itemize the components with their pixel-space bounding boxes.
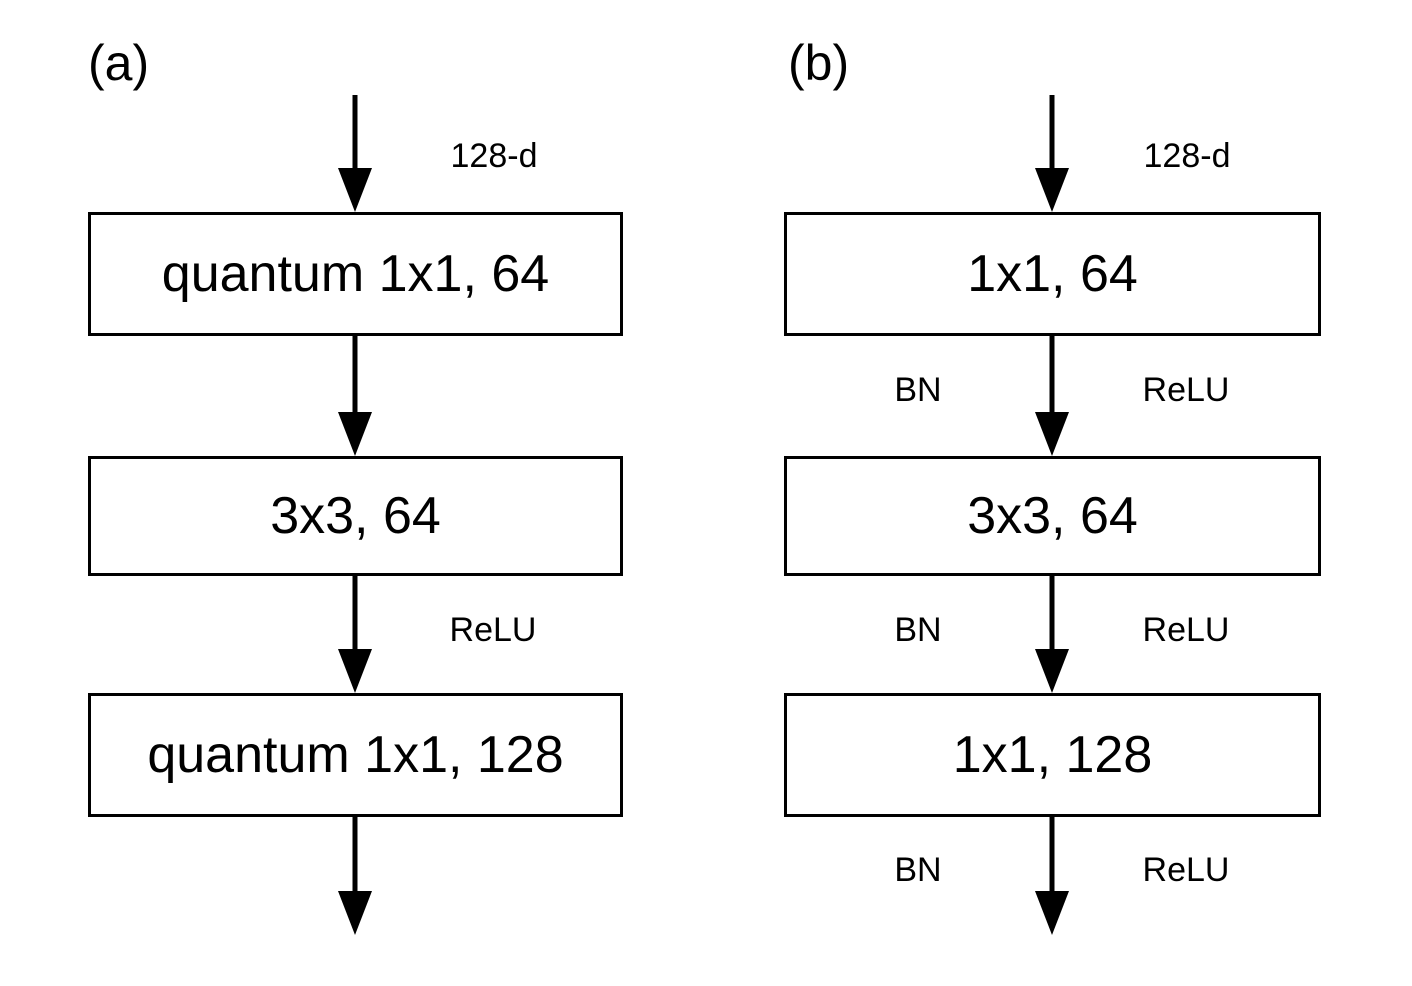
panel-a-relu-label: ReLU — [449, 611, 537, 649]
panel-b-output-arrow-icon — [1035, 817, 1069, 935]
panel-a-input-arrow-icon — [338, 95, 372, 212]
panel-a-output-arrow-icon — [338, 817, 372, 935]
panel-b-relu-label-2: ReLU — [1142, 611, 1230, 649]
panel-a-conv-block-2: 3x3, 64 — [88, 456, 623, 576]
panel-b-bn-label-2: BN — [894, 611, 942, 649]
panel-a-flow-arrow-1-icon — [338, 336, 372, 456]
panel-b-conv-block-3: 1x1, 128 — [784, 693, 1321, 817]
panel-a-conv-block-3: quantum 1x1, 128 — [88, 693, 623, 817]
panel-b-conv-block-1: 1x1, 64 — [784, 212, 1321, 336]
panel-b-flow-arrow-2-icon — [1035, 576, 1069, 693]
panel-b-relu-label-3: ReLU — [1142, 851, 1230, 889]
panel-b-input-arrow-icon — [1035, 95, 1069, 212]
panel-b-input-dim-label: 128-d — [1143, 137, 1231, 175]
panel-b-bn-label-1: BN — [894, 371, 942, 409]
panel-a-input-dim-label: 128-d — [450, 137, 538, 175]
panel-b-flow-arrow-1-icon — [1035, 336, 1069, 456]
panel-a-conv-block-1: quantum 1x1, 64 — [88, 212, 623, 336]
panel-a-label: (a) — [88, 35, 150, 91]
panel-b-bn-label-3: BN — [894, 851, 942, 889]
panel-a-flow-arrow-2-icon — [338, 576, 372, 693]
panel-b-conv-block-2: 3x3, 64 — [784, 456, 1321, 576]
panel-b-relu-label-1: ReLU — [1142, 371, 1230, 409]
panel-b-label: (b) — [788, 35, 850, 91]
